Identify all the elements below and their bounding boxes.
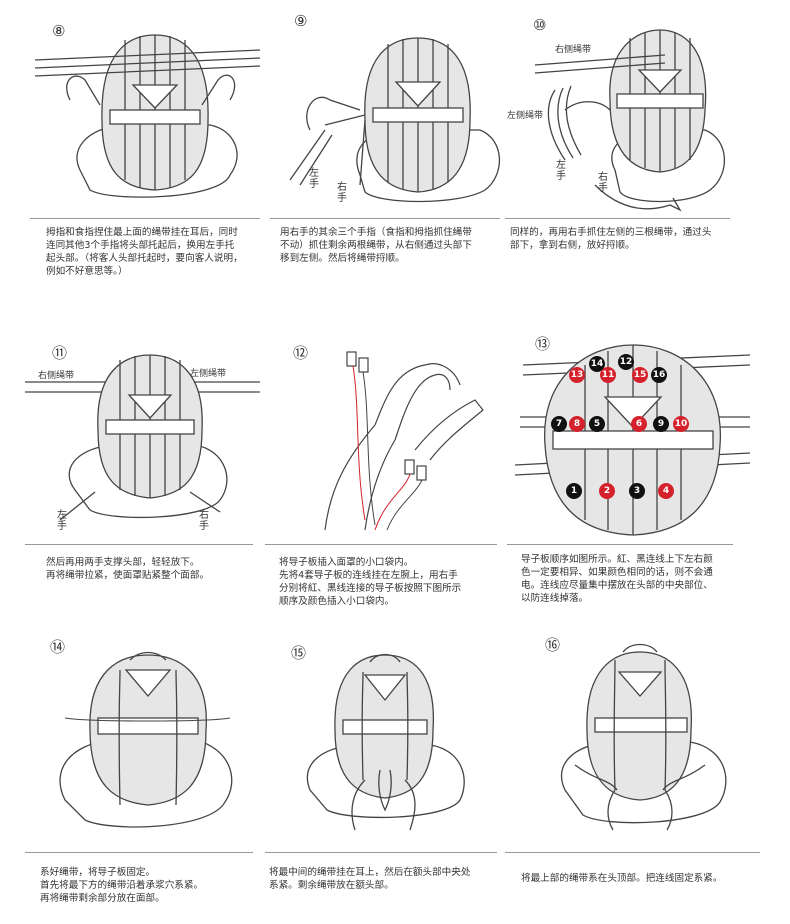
electrode-dot-10: 10 [673,416,689,432]
step-divider [265,852,497,853]
electrode-dot-8: 8 [569,416,585,432]
step-divider [265,544,497,545]
right-strap-label: 右侧绳带 [38,371,75,381]
step-number: ⑩ [533,16,547,34]
step-16-panel: ⑯ 将最上部的绳带系在头顶部。把连线固定系紧。 [505,630,770,920]
step-divider [505,218,730,219]
left-hand-label: 左手 [57,510,67,532]
step-14-illustration [59,651,233,828]
step-10-panel: ⑩ 右侧绳带 左侧绳带 左手 右手 同样的，再用右手抓住左侧的三根绳带，通过头 … [505,10,765,290]
step-13-illustration [514,344,751,536]
step-12-panel: ⑫ 将导子板插入面罩的小口袋内。 先将4套导子板的连线挂在左腕上，用右手 分别将… [265,330,505,607]
electrode-dot-4: 4 [658,483,674,499]
electrode-dot-1: 1 [566,483,582,499]
step-number: ⑭ [50,638,66,656]
electrode-dot-12: 12 [618,354,634,370]
step-divider [25,852,253,853]
step-9-panel: ⑨ 左手 右手 用右手的其余三个手指（食指和拇指抓住绳带 不动）抓住剩余两根绳带… [270,10,510,290]
step-number: ⑬ [535,335,551,353]
step-caption: 同样的，再用右手抓住左侧的三根绳带，通过头 部下，拿到右侧，放好捋顺。 [510,227,712,251]
electrode-dot-11: 11 [600,367,616,383]
step-14-panel: ⑭ 系好绳带，将导子板固定。 首先将最下方的绳带沿着承浆穴系紧。 再将绳带剩余部… [20,630,270,920]
electrode-dot-14: 14 [589,356,605,372]
step-8-illustration [34,34,261,198]
step-12-illustration [324,351,484,531]
step-divider [270,218,500,219]
step-caption: 将最上部的绳带系在头顶部。把连线固定系紧。 [521,873,723,884]
step-9-illustration [289,37,501,203]
step-caption: 系好绳带，将导子板固定。 首先将最下方的绳带沿着承浆穴系紧。 再将绳带剩余部分放… [40,867,204,904]
electrode-dot-5: 5 [589,416,605,432]
step-divider [505,852,760,853]
step-caption: 拇指和食指捏住最上面的绳带挂在耳后，同时 连同其他3个手指将头部托起后，换用左手… [46,227,243,277]
step-number: ⑮ [291,644,307,662]
right-hand-label: 右手 [199,510,209,532]
left-strap-label: 左侧绳带 [507,111,544,121]
step-16-illustration [560,643,727,831]
step-number: ⑨ [294,12,308,30]
right-hand-label: 右手 [337,182,347,204]
left-hand-label: 左手 [556,160,566,182]
step-divider [30,218,260,219]
electrode-dot-3: 3 [629,483,645,499]
electrode-dot-2: 2 [599,483,615,499]
electrode-dot-6: 6 [631,416,647,432]
right-strap-label: 右侧绳带 [555,45,592,55]
step-number: ⑯ [545,636,561,654]
step-15-panel: ⑮ 将最中间的绳带挂在耳上，然后在额头部中央处 系紧。剩余绳带放在额头部。 [265,630,510,920]
right-hand-label: 右手 [598,172,608,194]
step-caption: 将导子板插入面罩的小口袋内。 先将4套导子板的连线挂在左腕上，用右手 分别将紅、… [279,557,462,607]
step-number: ⑫ [293,344,309,362]
step-11-panel: ⑪ 右侧绳带 左侧绳带 左手 右手 然后再用两手支撑头部，轻轻放下。 再将绳带拉… [20,330,270,600]
step-caption: 导子板顺序如图所示。紅、黑连线上下左右颜 色一定要相异、如果颜色相同的话，则不会… [521,554,713,604]
electrode-dot-13: 13 [569,367,585,383]
step-15-illustration [306,653,465,831]
electrode-dot-16: 16 [651,367,667,383]
electrode-dot-7: 7 [551,416,567,432]
step-number: ⑪ [52,344,68,362]
step-number: ⑧ [52,22,66,40]
step-caption: 然后再用两手支撑头部，轻轻放下。 再将绳带拉紧，使面罩贴紧整个面部。 [46,557,210,581]
step-divider [507,544,733,545]
electrode-dot-9: 9 [653,416,669,432]
left-strap-label: 左侧绳带 [190,369,227,379]
step-8-panel: ⑧ 拇指和食指捏住最上面的绳带挂在耳后，同时 连同其他3个手指将头部托起后，换用… [30,10,270,290]
step-10-illustration [534,29,726,212]
electrode-dot-15: 15 [632,367,648,383]
step-13-panel: ⑬ 14 12 13 11 15 16 7 8 5 6 9 10 1 2 3 4… [505,325,765,604]
step-divider [25,544,253,545]
step-caption: 将最中间的绳带挂在耳上，然后在额头部中央处 系紧。剩余绳带放在额头部。 [269,867,471,891]
left-hand-label: 左手 [309,168,319,190]
step-11-illustration [25,354,260,521]
step-caption: 用右手的其余三个手指（食指和拇指抓住绳带 不动）抓住剩余两根绳带，从右侧通过头部… [280,227,472,264]
